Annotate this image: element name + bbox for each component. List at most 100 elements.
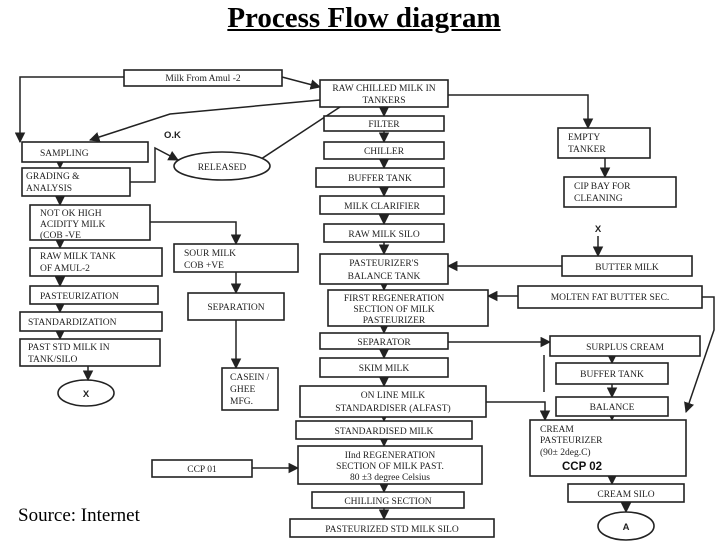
online-standardiser-line-2: STANDARDISER (ALFAST)	[335, 403, 450, 414]
surplus-cream-label: SURPLUS CREAM	[586, 343, 664, 353]
cream-pasteurizer-line-1: CREAM	[540, 425, 574, 435]
box-online-standardiser: ON LINE MILK STANDARDISER (ALFAST)	[299, 385, 487, 418]
box-milk-from-amul: Milk From Amul -2	[123, 69, 283, 87]
page-title: Process Flow diagram	[227, 2, 501, 34]
box-grading: GRADING & ANALYSIS	[21, 167, 131, 197]
separation-label: SEPARATION	[207, 303, 264, 313]
edge-amul-down-left	[14, 76, 124, 144]
cip-bay-line-1: CIP BAY FOR	[574, 182, 631, 192]
box-second-regeneration: IInd REGENERATION SECTION OF MILK PAST. …	[297, 445, 483, 485]
buffer-tank-cream-label: BUFFER TANK	[580, 370, 644, 380]
edge-grading-to-released	[130, 146, 179, 183]
butter-milk-label: BUTTER MILK	[595, 263, 659, 273]
first-regen-line-1: FIRST REGENERATION	[344, 294, 445, 304]
separator-label: SEPARATOR	[357, 338, 411, 348]
box-raw-milk-tank: RAW MILK TANK OF AMUL-2	[29, 247, 163, 277]
box-cream-pasteurizer: CREAM PASTEURIZER (90± 2deg.C) CCP 02	[529, 419, 687, 477]
box-pasteurizer-balance: PASTEURIZER'S BALANCE TANK	[319, 253, 449, 285]
standardization-label: STANDARDIZATION	[28, 318, 117, 328]
edge-raw-to-sampling	[89, 99, 321, 143]
sour-milk-line-1: SOUR MILK	[184, 249, 236, 259]
second-regen-line-1: IInd REGENERATION	[345, 451, 436, 461]
grading-line-1: GRADING &	[26, 172, 80, 182]
x-left-label: X	[83, 389, 90, 400]
not-ok-line-2: ACIDITY MILK	[40, 220, 105, 230]
first-regen-line-2: SECTION OF MILK	[353, 305, 434, 315]
edge-standardiser-to-creampast	[486, 401, 551, 422]
grading-line-2: ANALYSIS	[26, 184, 72, 194]
box-sour-milk: SOUR MILK COB +VE	[173, 243, 299, 273]
box-buffer-tank-cream: BUFFER TANK	[555, 362, 669, 385]
box-past-std-tank: PAST STD MILK IN TANK/SILO	[19, 338, 161, 367]
empty-tanker-line-1: EMPTY	[568, 133, 600, 143]
box-surplus-cream: SURPLUS CREAM	[549, 335, 701, 357]
filter-label: FILTER	[368, 120, 400, 130]
box-not-ok: NOT OK HIGH ACIDITY MILK (COB -VE	[29, 204, 151, 241]
ccp01-label: CCP 01	[187, 465, 217, 475]
box-skim-milk: SKIM MILK	[319, 357, 449, 378]
standardised-milk-label: STANDARDISED MILK	[335, 427, 434, 437]
box-standardised-milk: STANDARDISED MILK	[295, 420, 473, 440]
buffer-tank-main-label: BUFFER TANK	[348, 174, 412, 184]
molten-fat-label: MOLTEN FAT BUTTER SEC.	[551, 293, 670, 303]
released-label: RELEASED	[198, 163, 247, 173]
cream-pasteurizer-line-2: PASTEURIZER	[540, 436, 603, 446]
box-ccp01: CCP 01	[151, 459, 253, 478]
casein-line-1: CASEIN /	[230, 373, 270, 383]
pasteurizer-balance-line-2: BALANCE TANK	[348, 272, 421, 282]
box-pasteurization: PASTEURIZATION	[29, 285, 159, 305]
x-right-label: X	[595, 224, 602, 235]
raw-milk-tank-line-1: RAW MILK TANK	[40, 252, 116, 262]
raw-chilled-line-1: RAW CHILLED MILK IN	[332, 84, 435, 94]
not-ok-line-1: NOT OK HIGH	[40, 209, 102, 219]
box-separator: SEPARATOR	[319, 332, 449, 350]
box-butter-milk: BUTTER MILK	[561, 255, 693, 277]
ok-label: O.K	[164, 130, 181, 141]
balance-label: BALANCE	[590, 403, 635, 413]
a-label: A	[623, 522, 630, 533]
box-balance: BALANCE	[555, 396, 669, 417]
box-first-regeneration: FIRST REGENERATION SECTION OF MILK PASTE…	[327, 289, 489, 327]
raw-milk-tank-line-2: OF AMUL-2	[40, 264, 90, 274]
second-regen-line-3: 80 ±3 degree Celsius	[350, 473, 430, 483]
x-left-ellipse	[57, 379, 115, 407]
raw-chilled-line-2: TANKERS	[362, 96, 405, 106]
box-sampling: SAMPLING	[21, 141, 149, 163]
cream-pasteurizer-line-3: (90± 2deg.C)	[540, 447, 591, 458]
box-chiller: CHILLER	[323, 141, 445, 160]
box-cip-bay: CIP BAY FOR CLEANING	[563, 176, 677, 208]
skim-milk-label: SKIM MILK	[359, 364, 410, 374]
box-buffer-tank-main: BUFFER TANK	[315, 167, 445, 188]
edge-raw-to-empty	[448, 94, 594, 130]
empty-tanker-line-2: TANKER	[568, 145, 606, 155]
milk-from-amul-label: Milk From Amul -2	[165, 74, 240, 84]
online-standardiser-line-1: ON LINE MILK	[361, 391, 426, 401]
source-caption: Source: Internet	[18, 505, 140, 526]
box-cream-silo: CREAM SILO	[567, 483, 685, 503]
edge-notok-to-sour	[150, 221, 242, 246]
milk-clarifier-label: MILK CLARIFIER	[344, 202, 420, 212]
box-casein: CASEIN / GHEE MFG.	[221, 367, 279, 411]
not-ok-line-3: (COB -VE	[40, 230, 81, 241]
second-regen-line-2: SECTION OF MILK PAST.	[336, 462, 444, 472]
box-filter: FILTER	[323, 115, 445, 132]
a-ellipse	[597, 511, 655, 541]
box-pasteurized-std-silo: PASTEURIZED STD MILK SILO	[289, 518, 495, 538]
past-std-tank-line-1: PAST STD MILK IN	[28, 343, 110, 353]
edge-molten-to-right	[684, 296, 715, 413]
box-chilling-section: CHILLING SECTION	[311, 491, 465, 509]
edges	[14, 76, 715, 521]
cip-bay-line-2: CLEANING	[574, 194, 623, 204]
box-empty-tanker: EMPTY TANKER	[557, 127, 651, 159]
pasteurizer-balance-line-1: PASTEURIZER'S	[349, 259, 418, 269]
box-standardization: STANDARDIZATION	[19, 311, 163, 332]
past-std-tank-line-2: TANK/SILO	[28, 355, 78, 365]
first-regen-line-3: PASTEURIZER	[363, 316, 426, 326]
casein-line-2: GHEE	[230, 385, 256, 395]
casein-line-3: MFG.	[230, 397, 253, 407]
pasteurization-label: PASTEURIZATION	[40, 292, 119, 302]
cream-silo-label: CREAM SILO	[597, 490, 654, 500]
ccp02-label: CCP 02	[562, 461, 602, 473]
chiller-label: CHILLER	[364, 147, 405, 157]
